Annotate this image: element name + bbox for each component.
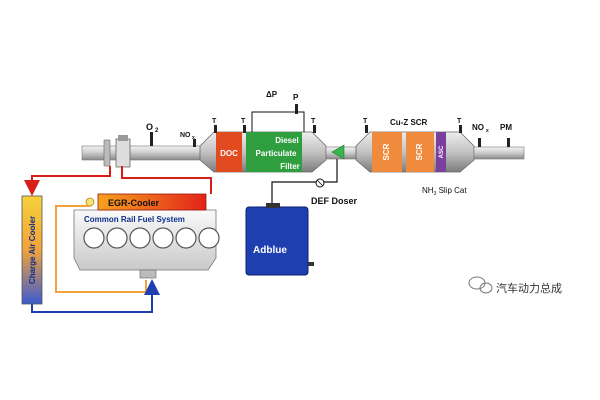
sensor-post-icon	[459, 125, 462, 133]
egr-red-line	[121, 166, 212, 194]
scr-block-1	[372, 132, 402, 172]
adblue-tank	[245, 206, 309, 276]
doc-label: DOC	[220, 149, 238, 158]
o2-label: O	[146, 122, 153, 132]
outlet-pipe	[473, 146, 525, 160]
watermark: 汽车动力总成	[468, 276, 562, 295]
nox-left-sub: x	[192, 135, 195, 141]
t-label-1: T	[212, 118, 217, 125]
t-label-3: T	[311, 118, 316, 125]
delta-p-bracket	[251, 111, 305, 132]
nh3-slip-cat-label: NH3 Slip Cat	[422, 186, 467, 197]
t-label-4: T	[363, 118, 368, 125]
cuz-scr-label: Cu-Z SCR	[390, 118, 428, 127]
cylinder-6	[198, 227, 220, 249]
dpf-label-line3: Filter	[280, 162, 300, 171]
sensor-post-icon	[478, 138, 481, 147]
cylinder-4	[152, 227, 174, 249]
watermark-text: 汽车动力总成	[496, 281, 562, 295]
cylinder-2	[106, 227, 128, 249]
scr-block-2	[406, 132, 434, 172]
asc-block	[436, 132, 446, 172]
p-label: P	[293, 93, 299, 102]
dpf-label-line1: Diesel	[275, 136, 299, 145]
cool-air-line	[31, 279, 160, 313]
turbo-housing	[115, 138, 131, 168]
sensors: O 2 NO x T T ΔP P T T Cu-Z SCR T NO x PM	[146, 90, 512, 197]
nox-right-sub: x	[486, 128, 489, 134]
def-line	[271, 159, 338, 207]
sensor-post-icon	[507, 138, 510, 147]
egr-cooler-label: EGR-Cooler	[108, 198, 160, 208]
cylinder-3	[129, 227, 151, 249]
sensor-post-icon	[295, 104, 298, 114]
wechat-logo-icon	[468, 276, 493, 294]
intake-port	[139, 269, 157, 279]
adblue-label: Adblue	[253, 245, 287, 256]
doser-nozzle-icon	[331, 144, 345, 160]
scr-label-2: SCR	[415, 143, 424, 160]
nox-left-label: NO	[180, 132, 191, 139]
cylinders	[83, 227, 220, 249]
nox-right-label: NO	[472, 123, 484, 132]
sensor-post-icon	[243, 125, 246, 133]
cylinder-1	[83, 227, 105, 249]
common-rail-label: Common Rail Fuel System	[84, 215, 185, 224]
scr-label-1: SCR	[382, 143, 391, 160]
t-label-5: T	[457, 118, 462, 125]
sensor-post-icon	[193, 139, 196, 147]
engine: Common Rail Fuel System	[73, 209, 220, 279]
egr-system: EGR-Cooler	[85, 166, 212, 211]
cylinder-5	[175, 227, 197, 249]
charge-air-cooler-label: Charge Air Cooler	[28, 216, 37, 284]
hot-air-line	[24, 166, 111, 196]
t-label-2: T	[241, 118, 246, 125]
egr-valve-icon	[85, 197, 95, 207]
asc-label: ASC	[439, 145, 445, 158]
inlet-pipe	[81, 145, 215, 161]
sensor-post-icon	[365, 125, 368, 133]
dpf-block	[246, 132, 302, 172]
egr-cooler-box	[97, 193, 207, 211]
dpf-label-line2: Particulate	[256, 149, 297, 158]
doc-block	[216, 132, 242, 172]
o2-sub: 2	[155, 128, 159, 134]
delta-p-label: ΔP	[266, 90, 278, 99]
turbo-flange	[103, 139, 111, 167]
def-system: DEF Doser Adblue	[245, 159, 358, 276]
def-doser-label: DEF Doser	[311, 196, 358, 206]
sensor-post-icon	[313, 125, 316, 133]
turbo-cap	[118, 135, 128, 141]
pm-label: PM	[500, 123, 512, 132]
charge-air-system: Charge Air Cooler	[21, 166, 160, 313]
tank-cap	[266, 203, 280, 208]
sensor-post-icon	[214, 125, 217, 133]
sensor-post-icon	[150, 132, 153, 146]
exhaust-line: DOC Diesel Particulate Filter SCR SCR AS…	[81, 131, 525, 173]
